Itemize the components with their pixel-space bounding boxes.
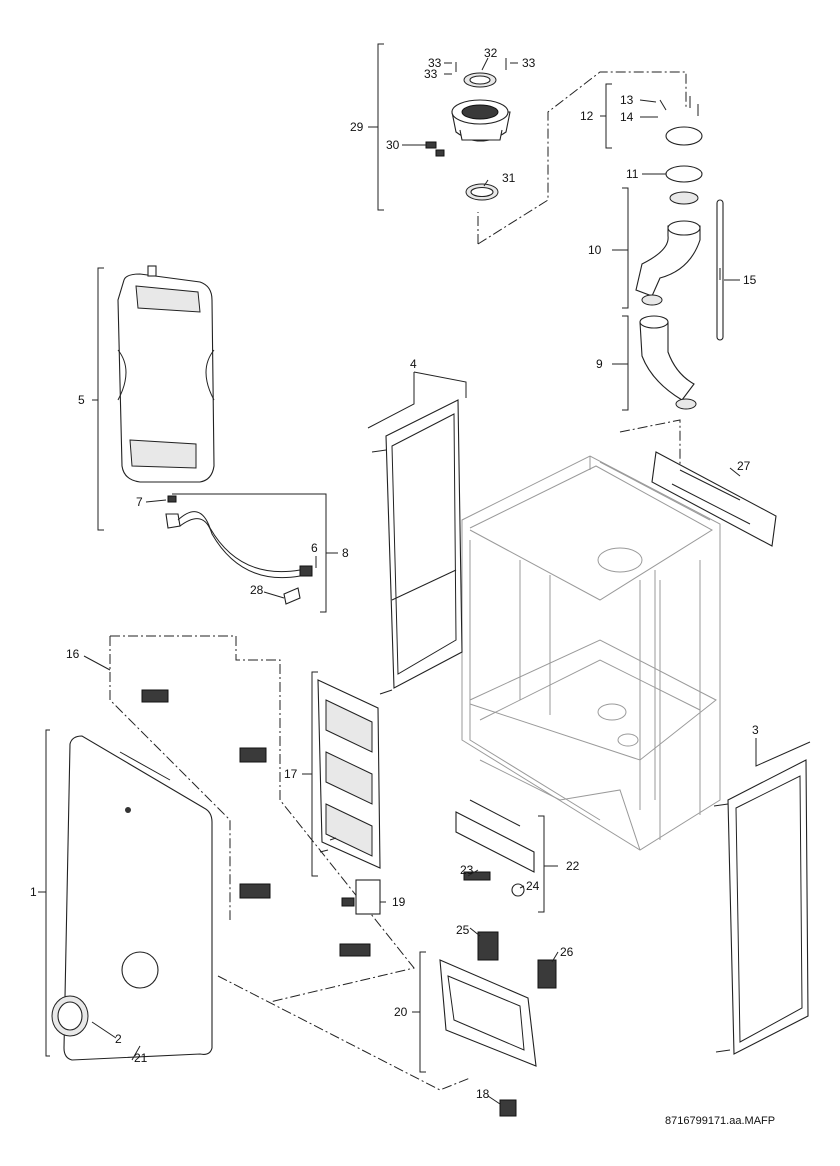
callout-29: 29 <box>350 120 364 134</box>
callout-11: 11 <box>626 167 639 181</box>
control-mounting-parts <box>341 799 535 915</box>
callout-28: 28 <box>250 583 264 597</box>
control-panel-front <box>317 679 381 869</box>
callout-6: 6 <box>311 541 318 555</box>
flue-adapter-assembly <box>425 58 511 201</box>
callout-33-c: 33 <box>522 56 536 70</box>
callout-23: 23 <box>460 863 474 877</box>
callout-4: 4 <box>410 357 417 371</box>
callout-12: 12 <box>580 109 594 123</box>
control-box <box>439 931 557 1117</box>
assembly-guide-lines <box>109 71 687 1091</box>
callout-7: 7 <box>136 495 143 509</box>
drawing-reference: 8716799171.aa.MAFP <box>665 1115 775 1127</box>
callout-13: 13 <box>620 93 634 107</box>
front-casing <box>51 735 213 1061</box>
callout-1: 1 <box>30 885 37 899</box>
callout-24: 24 <box>526 879 540 893</box>
right-side-panel <box>713 759 809 1055</box>
callout-30: 30 <box>386 138 400 152</box>
callout-32: 32 <box>484 46 498 60</box>
front-casing-clips <box>141 689 371 957</box>
callout-31: 31 <box>502 171 516 185</box>
callout-27: 27 <box>737 459 751 473</box>
callout-33-b: 33 <box>424 67 438 81</box>
expansion-vessel <box>117 265 313 605</box>
callout-9: 9 <box>596 357 603 371</box>
callout-18: 18 <box>476 1087 490 1101</box>
callout-21: 21 <box>134 1051 148 1065</box>
callout-14: 14 <box>620 110 634 124</box>
callout-26: 26 <box>560 945 574 959</box>
callout-33-a: 33 <box>428 56 442 70</box>
callout-20: 20 <box>394 1005 408 1019</box>
callout-2: 2 <box>115 1032 122 1046</box>
callout-25: 25 <box>456 923 470 937</box>
callout-8: 8 <box>342 546 349 560</box>
leader-lines <box>38 43 811 1105</box>
callout-10: 10 <box>588 243 602 257</box>
callout-labels: 1 2 3 4 5 6 7 8 9 10 11 12 13 14 15 16 1… <box>30 46 759 1101</box>
callout-16: 16 <box>66 647 80 661</box>
callout-22: 22 <box>566 859 580 873</box>
callout-3: 3 <box>752 723 759 737</box>
callout-17: 17 <box>284 767 298 781</box>
boiler-chassis <box>461 455 721 851</box>
callout-19: 19 <box>392 895 406 909</box>
callout-5: 5 <box>78 393 85 407</box>
left-side-panel <box>371 399 463 695</box>
callout-15: 15 <box>743 273 757 287</box>
rear-mounting-bracket <box>651 451 777 547</box>
flue-pipe-assembly <box>635 96 724 410</box>
